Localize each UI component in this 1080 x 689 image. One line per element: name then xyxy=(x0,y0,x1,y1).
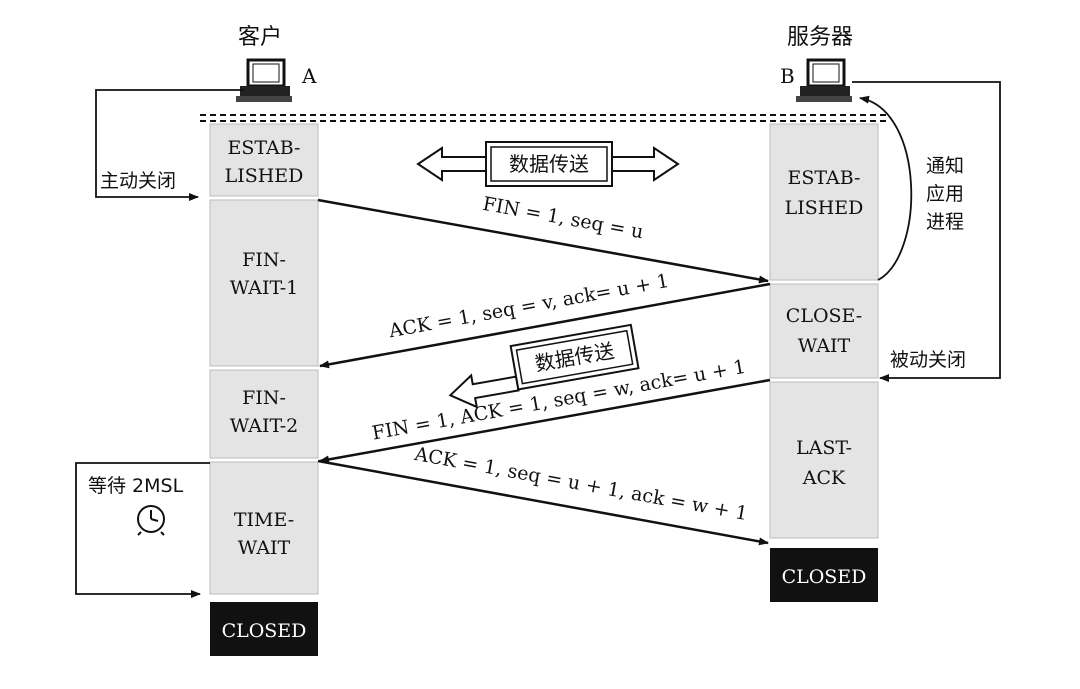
ack2-label: ACK = 1, seq = u + 1, ack = w + 1 xyxy=(412,443,749,525)
svg-text:LISHED: LISHED xyxy=(785,197,864,219)
svg-text:FIN-: FIN- xyxy=(242,387,286,409)
svg-text:WAIT: WAIT xyxy=(798,335,851,357)
server-state-close-wait: CLOSE- WAIT xyxy=(769,283,879,379)
server-state-last-ack: LAST- ACK xyxy=(769,381,879,539)
client-state-established: ESTAB- LISHED xyxy=(209,123,319,197)
client-state-closed: CLOSED xyxy=(210,602,318,656)
client-state-time-wait: TIME- WAIT xyxy=(209,461,319,595)
passive-close-label: 被动关闭 xyxy=(890,349,966,371)
svg-text:WAIT-2: WAIT-2 xyxy=(230,415,299,437)
notify-app-line-1: 通知 xyxy=(926,155,964,177)
server-letter: B xyxy=(780,64,795,88)
wait-2msl-label: 等待 2MSL xyxy=(88,475,184,497)
client-state-fin-wait-2: FIN- WAIT-2 xyxy=(209,369,319,459)
svg-text:CLOSED: CLOSED xyxy=(782,566,867,588)
passive-close-arrow xyxy=(852,81,1001,382)
client-letter: A xyxy=(301,64,317,88)
ack2-arrow xyxy=(317,459,769,546)
client-title: 客户 xyxy=(238,25,282,50)
fin1-arrow xyxy=(317,198,769,284)
server-state-established: ESTAB- LISHED xyxy=(769,123,879,281)
active-close-label: 主动关闭 xyxy=(100,170,176,192)
data-transfer-left-arrow: 数据传送 xyxy=(448,323,640,409)
wait-2msl-arrow xyxy=(75,462,210,598)
fin1-label: FIN = 1, seq = u xyxy=(481,193,645,243)
svg-text:CLOSE-: CLOSE- xyxy=(786,305,862,327)
active-close-arrow xyxy=(95,89,244,201)
data-transfer-double-arrow xyxy=(416,141,680,187)
svg-text:TIME-: TIME- xyxy=(234,509,294,531)
client-computer-icon xyxy=(236,58,292,102)
svg-text:ESTAB-: ESTAB- xyxy=(788,167,861,189)
svg-text:FIN-: FIN- xyxy=(242,249,286,271)
notify-app-line-3: 进程 xyxy=(926,211,964,233)
server-title: 服务器 xyxy=(787,25,853,50)
svg-text:CLOSED: CLOSED xyxy=(222,620,307,642)
notify-app-arrow xyxy=(859,95,913,281)
server-computer-icon xyxy=(796,58,852,102)
client-state-fin-wait-1: FIN- WAIT-1 xyxy=(209,199,319,367)
fin2-arrow xyxy=(319,378,771,464)
notify-app-line-2: 应用 xyxy=(926,183,964,205)
data-transfer-label-top: 数据传送 xyxy=(509,152,589,176)
svg-text:WAIT: WAIT xyxy=(238,537,291,559)
svg-text:WAIT-1: WAIT-1 xyxy=(230,277,299,299)
svg-text:ESTAB-: ESTAB- xyxy=(228,137,301,159)
svg-text:LAST-: LAST- xyxy=(796,437,852,459)
ack1-arrow xyxy=(319,282,771,369)
svg-text:LISHED: LISHED xyxy=(225,165,304,187)
server-state-closed: CLOSED xyxy=(770,548,878,602)
svg-text:ACK: ACK xyxy=(802,467,846,489)
clock-icon xyxy=(137,505,165,536)
